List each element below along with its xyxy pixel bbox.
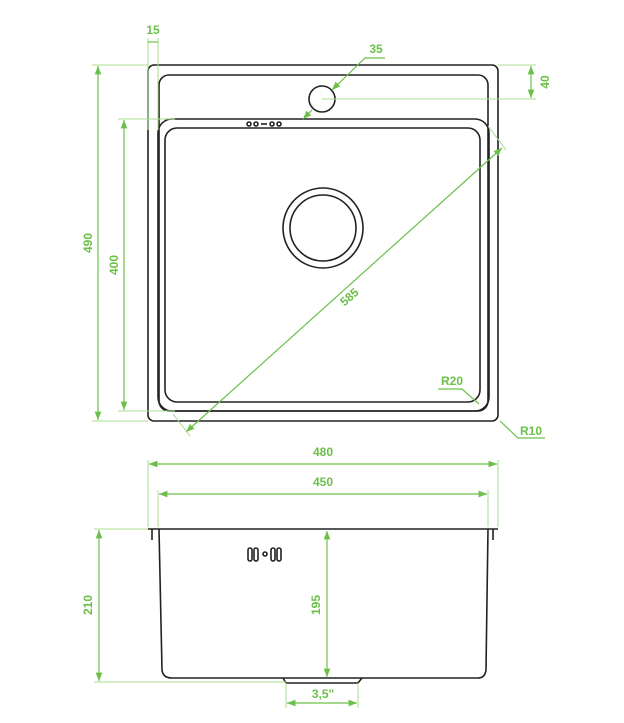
overall-width-label: 480 (313, 445, 333, 459)
side-dimensions: 480 450 210 195 3,5" (81, 445, 499, 708)
flange-width-label: 15 (146, 23, 160, 37)
outer-radius-label: R10 (520, 424, 542, 438)
inner-radius-label: R20 (441, 374, 463, 388)
top-dimensions: 15 490 400 35 40 585 R20 R10 (81, 23, 552, 439)
side-view (148, 528, 498, 684)
bowl-width-label: 450 (313, 475, 333, 489)
diagonal-label: 585 (337, 285, 362, 309)
overall-depth-label: 210 (81, 595, 95, 615)
bowl-profile (158, 528, 489, 679)
drain-outlet (282, 677, 363, 684)
bowl-inner-edge (164, 127, 481, 403)
faucet-offset-label: 40 (538, 75, 552, 89)
deck-inner-edge (158, 74, 489, 412)
top-view (147, 64, 499, 422)
drain-inner (289, 194, 357, 262)
overflow-side-icon (247, 547, 282, 562)
drain-outer (282, 187, 364, 269)
overall-length-label: 490 (81, 233, 95, 253)
faucet-hole-label: 35 (369, 42, 383, 56)
bowl-length-label: 400 (107, 255, 121, 275)
bowl-depth-label: 195 (309, 595, 323, 615)
drain-size-label: 3,5" (312, 687, 334, 701)
bowl-outer-edge (157, 118, 490, 412)
overflow-icon (246, 121, 282, 127)
